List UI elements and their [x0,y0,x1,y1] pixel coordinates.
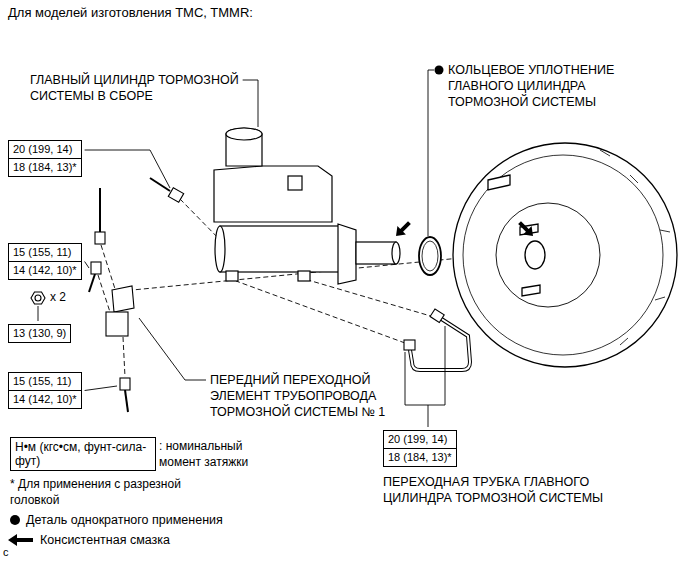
cylinder-boss-end [392,242,400,264]
leader-line [428,405,429,427]
torque-box: 15 (155, 11)14 (142, 10)* [8,372,82,409]
brake-pipe [150,178,170,191]
tube-inner [410,318,470,370]
figure-code: c [3,544,17,560]
axis-line [236,281,405,343]
part-name: КОЛЬЦЕВОЕ УПЛОТНЕНИЕ ГЛАВНОГО ЦИЛИНДРА Т… [448,62,653,110]
booster-plate [496,203,600,307]
legend-note: : номинальный момент затяжки [159,438,269,470]
grease-arrow [392,218,414,240]
footnote: * Для применения с разрезной головкой [10,476,225,508]
brake-booster [453,143,677,367]
flare-nut [95,232,105,244]
flare-nut [120,378,130,390]
torque-box: 20 (199, 14)18 (184, 13)* [8,140,82,177]
cylinder-body [220,226,340,272]
leader-line [243,80,258,127]
reservoir-cap-top [226,128,262,140]
quantity: x 2 [50,289,80,305]
axis-line [123,337,125,377]
cylinder-end [215,226,225,272]
cylinder-port [226,271,238,281]
adapter-bracket [112,286,134,312]
flare-nut [404,340,415,350]
part-name: ГЛАВНЫЙ ЦИЛИНДР ТОРМОЗНОЙ СИСТЕМЫ В СБОР… [30,72,255,104]
nut-hole [35,295,41,301]
brake-pipe [125,390,128,412]
transfer-tube [404,309,470,370]
axis-line [308,280,434,317]
cylinder-flange [338,224,356,284]
grease-arrow [515,218,537,240]
flare-nut [430,309,444,323]
reservoir [214,166,332,222]
torque-value: 15 (155, 11) [9,244,81,261]
legend-text: Деталь однократного применения [26,513,223,527]
torque-value: 14 (142, 10)* [9,261,81,279]
reservoir-tab [288,176,302,190]
axis-line [98,275,110,312]
leader-line [405,326,445,405]
booster-rim [463,155,663,355]
torque-box: 15 (155, 11)14 (142, 10)* [8,243,82,280]
flare-nut [168,188,183,203]
torque-value: 20 (199, 14) [384,431,456,448]
leader-line [85,150,170,188]
booster-fitting [488,175,510,190]
legend-entry: Консистентная смазка [40,532,170,548]
tube-outline [410,318,470,370]
adapter-body [106,312,128,336]
booster-boss [525,241,545,269]
brake-pipe [99,188,101,232]
torque-value: 15 (155, 11) [9,373,81,390]
brake-pipe [89,274,95,292]
legend-text: Консистентная смазка [40,533,170,547]
torque-value: Н•м (кгс•см, фунт-сила-фут) [11,438,155,470]
booster-shell [453,143,677,367]
cylinder-boss [356,242,396,264]
nut [31,292,45,304]
o-ring [419,237,441,275]
leader-line [139,318,206,380]
reservoir-cap [226,128,262,166]
leader-line [85,262,89,269]
flare-nut [91,262,101,274]
torque-value: 14 (142, 10)* [9,390,81,408]
o-ring-outer [419,237,441,275]
torque-box: 20 (199, 14)18 (184, 13)* [383,430,457,467]
cylinder-port [298,271,310,281]
leader-line [38,306,39,321]
torque-value: 18 (184, 13)* [384,448,456,466]
master-cylinder [214,128,400,284]
single-use-symbol [435,66,444,75]
legend-box: Н•м (кгс•см, фунт-сила-фут) [10,437,156,471]
booster-rib [600,150,670,345]
axis-line [101,245,116,292]
grease-symbol [8,534,33,546]
part-name: ПЕРЕДНИЙ ПЕРЕХОДНОЙ ЭЛЕМЕНТ ТРУБОПРОВОДА… [210,372,390,420]
single-use-symbol [10,515,20,525]
part-name: ПЕРЕХОДНАЯ ТРУБКА ГЛАВНОГО ЦИЛИНДРА ТОРМ… [383,474,623,506]
torque-value: 20 (199, 14) [9,141,81,158]
torque-value: 13 (130, 9) [9,325,70,342]
leader-line [428,70,434,236]
leader-line [85,386,117,391]
o-ring-inner [422,241,438,271]
title: Для моделей изготовления TMC, TMMR: [8,5,253,21]
torque-value: 18 (184, 13)* [9,158,81,176]
booster-stud [522,285,540,296]
legend-entry: Деталь однократного применения [26,512,223,528]
torque-box: 13 (130, 9) [8,324,71,343]
